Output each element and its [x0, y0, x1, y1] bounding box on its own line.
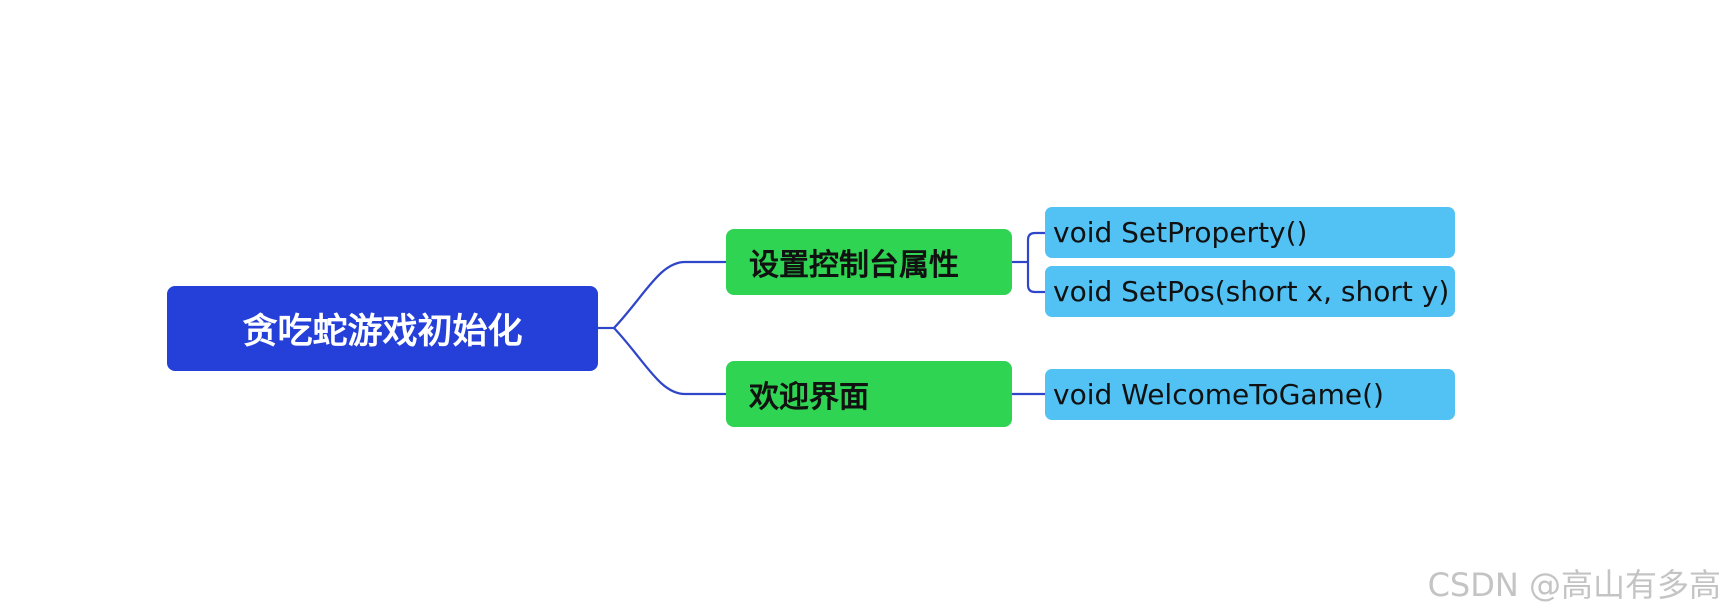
leaf-node-set-pos[interactable]: void SetPos(short x, short y) [1045, 266, 1455, 317]
leaf-node-welcome-to-game[interactable]: void WelcomeToGame() [1045, 369, 1455, 420]
branch-node-label: 欢迎界面 [749, 380, 869, 415]
root-node-label: 贪吃蛇游戏初始化 [242, 312, 523, 352]
leaf-node-label: void WelcomeToGame() [1053, 378, 1384, 411]
leaf-node-label: void SetProperty() [1053, 216, 1308, 249]
connector-root-to-branch-2 [613, 327, 726, 396]
branch-node-label: 设置控制台属性 [749, 248, 959, 283]
leaf-node-label: void SetPos(short x, short y) [1053, 275, 1450, 308]
root-node[interactable]: 贪吃蛇游戏初始化 [167, 286, 598, 371]
branch-node-console-properties[interactable]: 设置控制台属性 [726, 229, 1012, 295]
branch-node-welcome-screen[interactable]: 欢迎界面 [726, 361, 1012, 427]
connector-root-to-branch-1 [613, 260, 726, 329]
leaf-node-set-property[interactable]: void SetProperty() [1045, 207, 1455, 258]
connector-branch-1-to-leaf-1 [1026, 231, 1045, 262]
csdn-watermark: CSDN @高山有多高 [1427, 566, 1721, 604]
connector-branch-1-to-leaf-2 [1026, 262, 1045, 294]
